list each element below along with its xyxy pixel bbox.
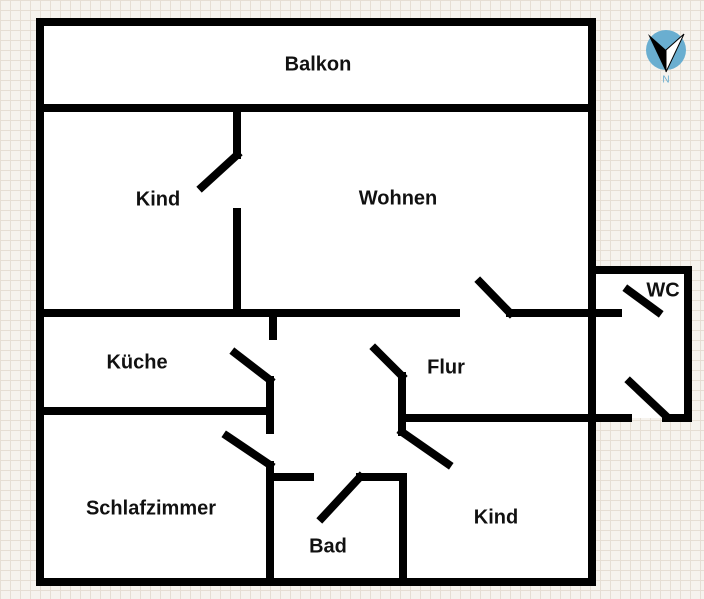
compass-north-label: N bbox=[662, 74, 670, 86]
door-wc bbox=[622, 284, 664, 318]
room-label-kind-top: Kind bbox=[135, 188, 181, 211]
room-label-wohnen: Wohnen bbox=[358, 187, 438, 210]
wc-wall bbox=[592, 266, 692, 422]
door-flur-end bbox=[624, 376, 672, 422]
door-wohnen bbox=[474, 276, 516, 319]
room-label-balkon: Balkon bbox=[284, 53, 352, 76]
door-kind-bottom bbox=[396, 426, 454, 470]
door-kueche bbox=[229, 347, 276, 386]
room-label-flur: Flur bbox=[427, 356, 465, 379]
outer-wall bbox=[36, 18, 596, 586]
room-label-wc: WC bbox=[646, 279, 680, 302]
room-label-kind-bottom: Kind bbox=[473, 506, 519, 529]
walls bbox=[36, 18, 692, 586]
door-schlafzimmer bbox=[221, 430, 276, 471]
compass-icon bbox=[646, 30, 686, 73]
room-label-kueche: Küche bbox=[106, 351, 168, 374]
door-flur bbox=[369, 343, 408, 382]
door-bad bbox=[316, 471, 366, 524]
room-label-schlafzimmer: Schlafzimmer bbox=[85, 497, 217, 520]
room-label-bad: Bad bbox=[309, 535, 347, 558]
door-kind-top bbox=[196, 149, 243, 193]
